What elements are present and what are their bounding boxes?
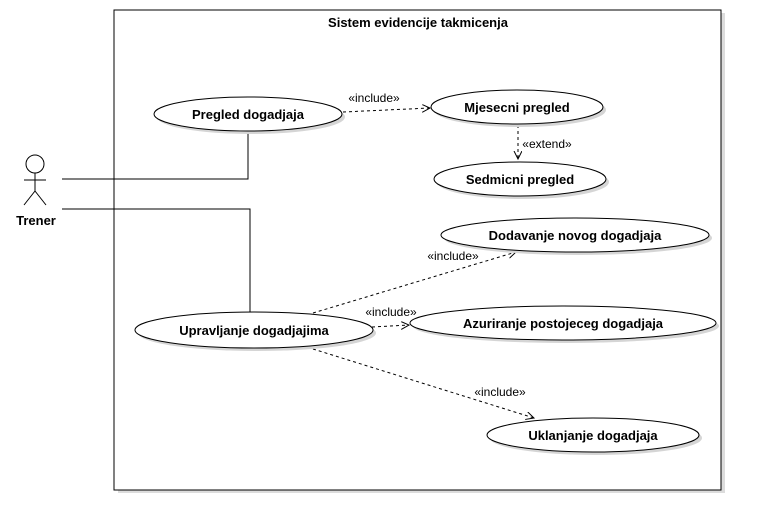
include-label-azuriranje: «include» xyxy=(365,305,417,319)
use-case-pregled-dogadjaja[interactable]: Pregled dogadjaja xyxy=(153,96,345,134)
extend-label-sedmicni: «extend» xyxy=(522,137,572,151)
actor-label: Trener xyxy=(16,213,56,228)
use-case-azuriranje-postojeceg-dogadjaja[interactable]: Azuriranje postojeceg dogadjaja xyxy=(409,305,719,343)
include-label-dodavanje: «include» xyxy=(427,249,479,263)
use-case-label: Pregled dogadjaja xyxy=(192,107,305,122)
system-title: Sistem evidencije takmicenja xyxy=(328,15,509,30)
include-arrow-dodavanje xyxy=(312,252,516,314)
use-case-label: Azuriranje postojeceg dogadjaja xyxy=(463,316,664,331)
actor-head xyxy=(25,154,45,174)
actor-left-leg xyxy=(23,190,36,206)
use-case-sedmicni-pregled[interactable]: Sedmicni pregled xyxy=(433,161,609,199)
use-case-label: Uklanjanje dogadjaja xyxy=(528,428,658,443)
use-case-upravljanje-dogadjajima[interactable]: Upravljanje dogadjajima xyxy=(134,311,376,351)
use-case-label: Sedmicni pregled xyxy=(466,172,574,187)
use-case-mjesecni-pregled[interactable]: Mjesecni pregled xyxy=(430,89,606,127)
use-case-dodavanje-novog-dogadjaja[interactable]: Dodavanje novog dogadjaja xyxy=(440,217,712,255)
include-arrow-azuriranje xyxy=(371,325,409,327)
include-arrow-uklanjanje xyxy=(312,348,534,418)
use-case-label: Upravljanje dogadjajima xyxy=(179,323,329,338)
include-label-uklanjanje: «include» xyxy=(474,385,526,399)
include-label-mjesecni: «include» xyxy=(348,91,400,105)
actor-right-leg xyxy=(34,190,47,206)
use-case-uklanjanje-dogadjaja[interactable]: Uklanjanje dogadjaja xyxy=(486,417,702,455)
include-arrow-mjesecni xyxy=(342,108,430,112)
association-upravljanje xyxy=(62,208,251,313)
association-pregled xyxy=(62,131,249,180)
actor-trener[interactable]: Trener xyxy=(16,154,56,228)
use-case-label: Mjesecni pregled xyxy=(464,100,570,115)
use-case-label: Dodavanje novog dogadjaja xyxy=(489,228,662,243)
